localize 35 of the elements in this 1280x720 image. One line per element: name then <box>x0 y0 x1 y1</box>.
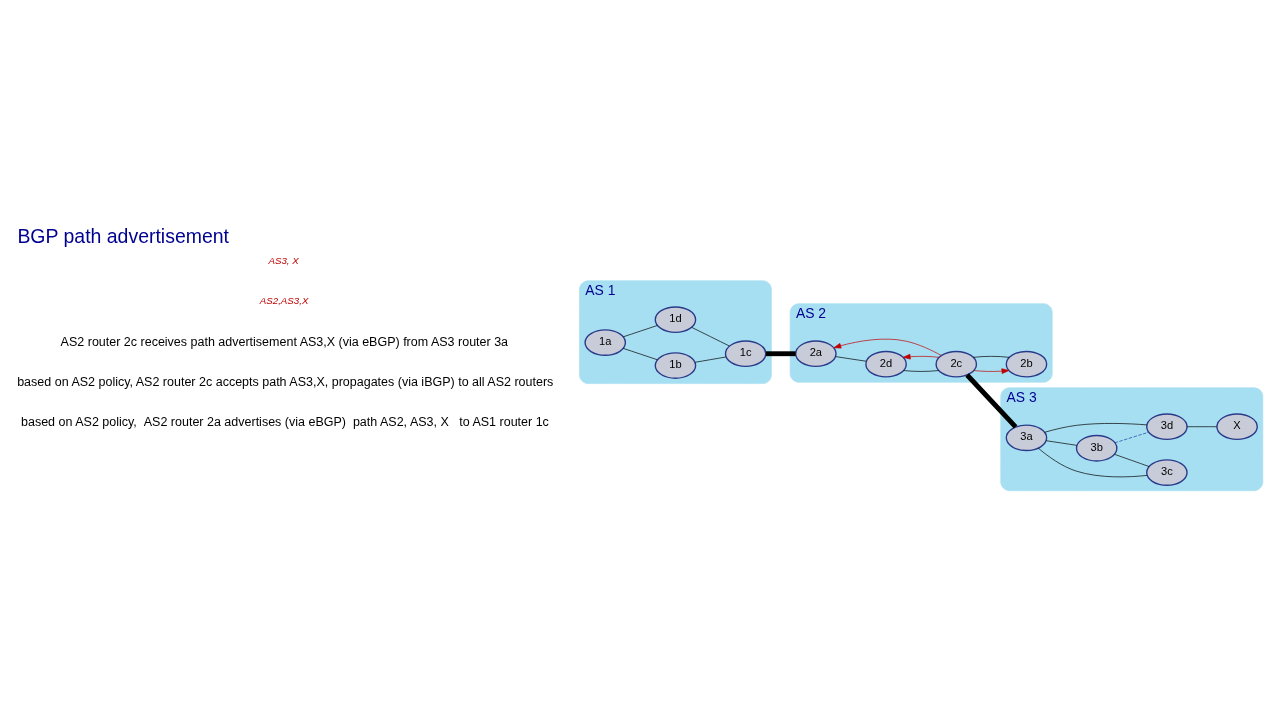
connector <box>765 350 796 356</box>
label: AS2 router 2c receives path advertisement AS3,X (via eBGP) from AS3 router 3a <box>60 334 509 349</box>
connector <box>973 355 1010 358</box>
node-ellipse: 1c <box>724 339 767 367</box>
connector <box>1114 453 1150 467</box>
diagram-title: BGP path advertisement <box>17 224 229 247</box>
node-ellipse: 2b <box>1005 350 1048 378</box>
node-ellipse: 2c <box>935 350 978 378</box>
arrow <box>902 353 940 359</box>
connector <box>1114 431 1149 443</box>
connector <box>622 347 658 360</box>
connector <box>1045 439 1078 446</box>
node-ellipse: 3b <box>1075 434 1118 462</box>
connector <box>691 326 730 346</box>
node-ellipse: 1d <box>654 305 697 333</box>
node-ellipse: 2d <box>865 350 907 378</box>
connector <box>903 369 940 372</box>
connector <box>835 355 867 362</box>
arrow <box>973 367 1010 374</box>
connector <box>1186 425 1218 427</box>
node-ellipse: 3c <box>1146 458 1188 486</box>
connector <box>1044 422 1148 433</box>
node-ellipse: 1b <box>654 351 697 379</box>
label: AS2,AS3,X <box>259 294 309 306</box>
label: AS3, X <box>268 254 299 266</box>
connector <box>1037 447 1148 477</box>
label: based on AS2 policy, AS2 router 2a advertises (via eBGP) path AS2, AS3, X to AS1 router 1c <box>21 414 549 429</box>
node-ellipse: 1a <box>584 328 627 356</box>
node-ellipse: 2a <box>795 339 837 367</box>
connector <box>694 356 727 363</box>
label: based on AS2 policy, AS2 router 2c accepts path AS3,X, propagates (via iBGP) to all AS2 routers <box>17 374 554 389</box>
node-ellipse: 3a <box>1005 423 1048 451</box>
node-ellipse: 3d <box>1146 412 1188 440</box>
node-ellipse: X <box>1216 412 1258 440</box>
arrow <box>833 338 942 356</box>
